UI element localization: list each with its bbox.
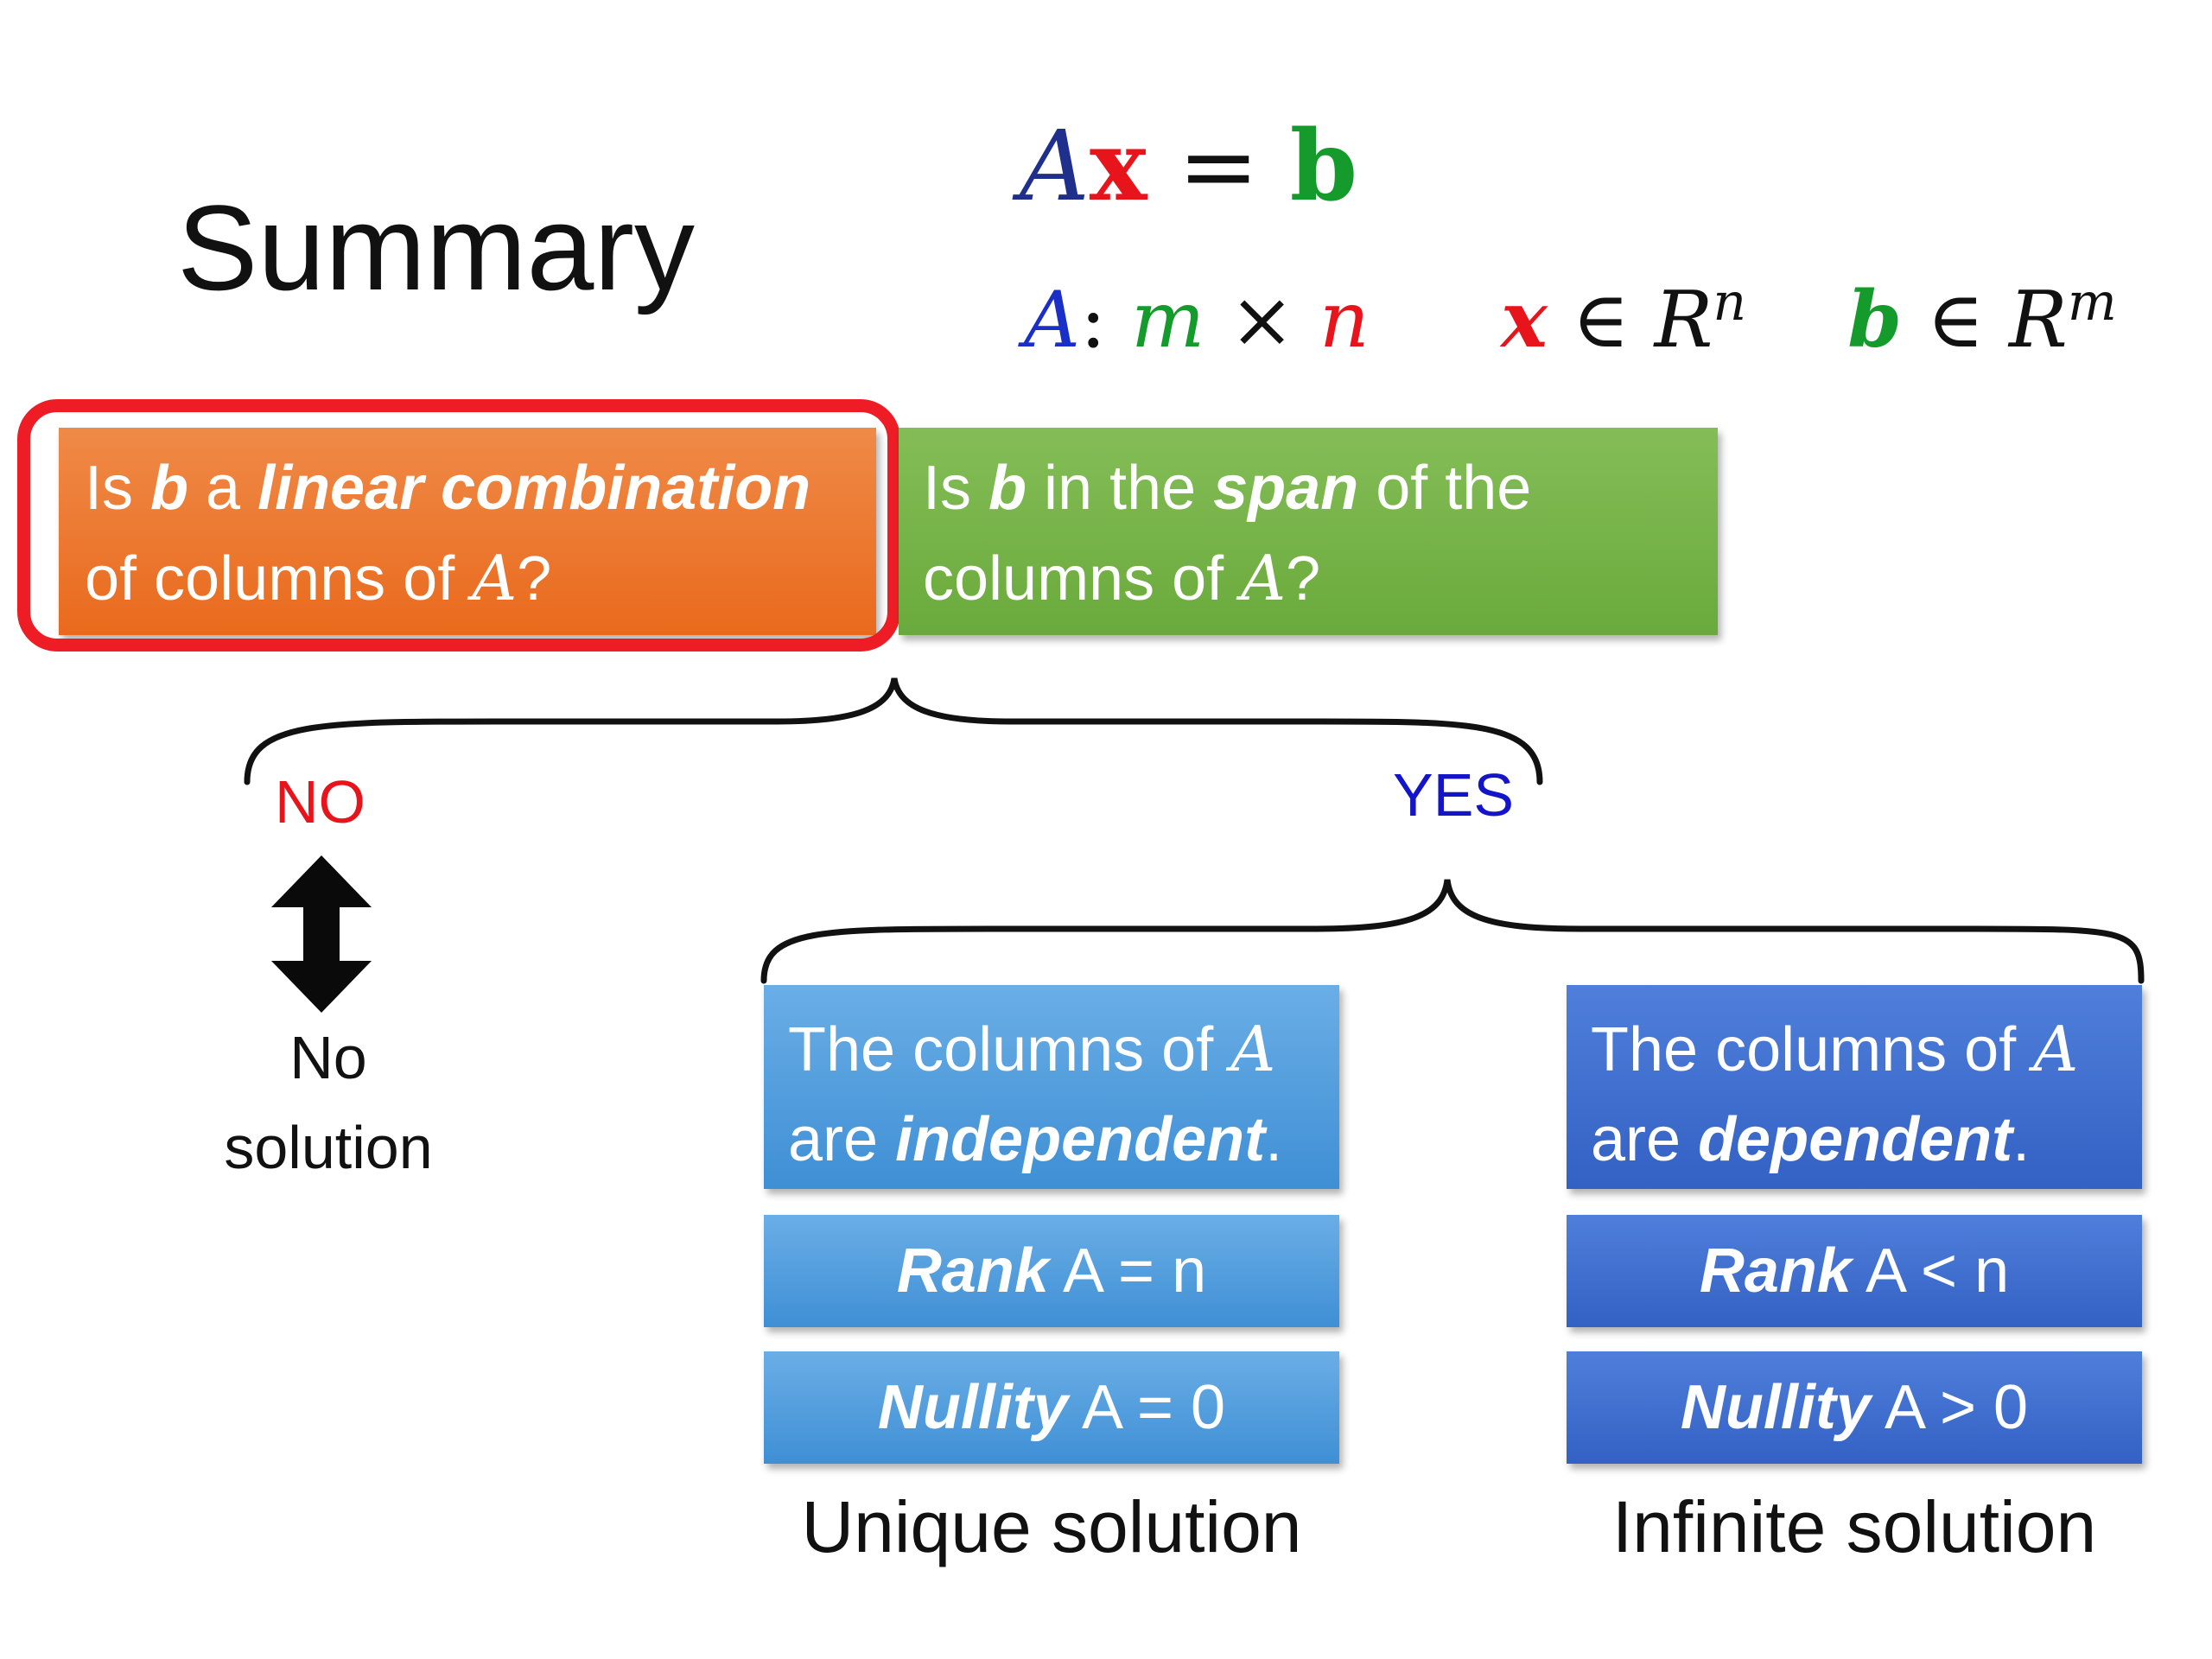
no-branch-label: NO bbox=[275, 768, 365, 836]
dependent-line-1: The columns of A bbox=[1591, 1004, 2142, 1095]
brace-top bbox=[244, 677, 1543, 785]
eq-equals: = bbox=[1178, 111, 1260, 223]
text-fragment: of columns of bbox=[85, 544, 473, 613]
dim-in-2: ∈ bbox=[1926, 275, 1985, 365]
vector-b-label: b bbox=[150, 454, 188, 523]
double-arrow-icon bbox=[271, 855, 372, 1013]
question-linear-line-2: of columns of A? bbox=[85, 533, 876, 624]
dependent-line-2: are dependent. bbox=[1591, 1095, 2142, 1185]
unique-solution-label: Unique solution bbox=[801, 1486, 1302, 1567]
period: . bbox=[2012, 1105, 2031, 1174]
matrix-a-label: A bbox=[472, 542, 518, 614]
dim-b: b bbox=[1847, 274, 1903, 365]
emphasis-rank: Rank bbox=[896, 1236, 1049, 1306]
dim-colon: : bbox=[1080, 275, 1107, 365]
highlight-frame bbox=[17, 399, 900, 652]
emphasis-nullity: Nullity bbox=[1680, 1373, 1871, 1442]
dim-n: n bbox=[1319, 275, 1370, 365]
eq-vector-x: x bbox=[1089, 110, 1147, 223]
dim-sup-n: n bbox=[1713, 272, 1747, 333]
dependent-columns-box: The columns of A are dependent. bbox=[1567, 985, 2142, 1189]
text-fragment: of the bbox=[1358, 454, 1532, 523]
dimensions-line: A: m × n x ∈ Rn b ∈ Rm bbox=[1024, 251, 2117, 372]
eq-matrix-a: A bbox=[1020, 111, 1090, 223]
rank-condition: A = n bbox=[1048, 1236, 1207, 1306]
text-fragment: in the bbox=[1027, 454, 1214, 523]
emphasis-linear-combination: linear combination bbox=[257, 454, 811, 523]
period: . bbox=[1265, 1105, 1283, 1174]
emphasis-rank: Rank bbox=[1699, 1236, 1852, 1306]
question-linear-line-1: Is b a linear combination bbox=[85, 443, 876, 533]
emphasis-dependent: dependent bbox=[1698, 1105, 2013, 1174]
equation-ax-b: Ax = b bbox=[1020, 110, 1358, 224]
vector-b-label: b bbox=[988, 454, 1027, 523]
span-question-box: Is b in the span of the columns of A? bbox=[899, 428, 1718, 635]
emphasis-nullity: Nullity bbox=[877, 1373, 1068, 1442]
dim-a: A bbox=[1024, 275, 1080, 365]
nullity-equals-zero-box: Nullity A = 0 bbox=[764, 1351, 1339, 1464]
question-span-line-1: Is b in the span of the bbox=[923, 443, 1718, 533]
question-mark: ? bbox=[1286, 544, 1321, 613]
text-fragment: Is bbox=[923, 454, 989, 523]
text-fragment: are bbox=[788, 1105, 896, 1174]
text-fragment: The columns of bbox=[1591, 1015, 2034, 1084]
no-solution-line-1: No bbox=[289, 1024, 367, 1091]
matrix-a-label: A bbox=[1230, 1013, 1276, 1085]
emphasis-span: span bbox=[1213, 454, 1359, 523]
text-fragment: a bbox=[188, 454, 258, 523]
nullity-condition: A > 0 bbox=[1870, 1373, 2029, 1442]
independent-line-1: The columns of A bbox=[788, 1004, 1339, 1095]
text-fragment: Is bbox=[85, 454, 151, 523]
matrix-a-label: A bbox=[1241, 542, 1287, 614]
emphasis-independent: independent bbox=[895, 1105, 1266, 1174]
matrix-a-label: A bbox=[2033, 1013, 2079, 1085]
rank-less-than-n-box: Rank A < n bbox=[1567, 1215, 2142, 1327]
dim-times: × bbox=[1229, 275, 1295, 365]
dim-r-2: R bbox=[2009, 275, 2068, 365]
text-fragment: are bbox=[1591, 1105, 1699, 1174]
slide-title: Summary bbox=[177, 180, 695, 315]
dim-r-1: R bbox=[1654, 275, 1713, 365]
dim-in-1: ∈ bbox=[1572, 275, 1630, 365]
question-mark: ? bbox=[517, 544, 552, 613]
dim-sup-m: m bbox=[2067, 272, 2117, 333]
brace-bottom bbox=[760, 879, 2145, 984]
dim-x: x bbox=[1501, 274, 1548, 365]
no-solution-line-2: solution bbox=[224, 1114, 433, 1181]
yes-branch-label: YES bbox=[1393, 761, 1515, 829]
eq-vector-b: b bbox=[1289, 110, 1358, 223]
infinite-solution-label: Infinite solution bbox=[1611, 1486, 2097, 1567]
rank-equals-n-box: Rank A = n bbox=[764, 1215, 1339, 1327]
text-fragment: The columns of bbox=[788, 1015, 1231, 1084]
question-span-line-2: columns of A? bbox=[923, 533, 1718, 624]
dim-m: m bbox=[1130, 275, 1205, 365]
no-solution-text: No solution bbox=[181, 1013, 475, 1192]
independent-line-2: are independent. bbox=[788, 1095, 1339, 1185]
rank-condition: A < n bbox=[1851, 1236, 2010, 1306]
nullity-condition: A = 0 bbox=[1067, 1373, 1226, 1442]
independent-columns-box: The columns of A are independent. bbox=[764, 985, 1339, 1189]
linear-combination-question-box: Is b a linear combination of columns of … bbox=[59, 428, 876, 635]
nullity-greater-than-zero-box: Nullity A > 0 bbox=[1567, 1351, 2142, 1464]
text-fragment: columns of bbox=[923, 544, 1242, 613]
